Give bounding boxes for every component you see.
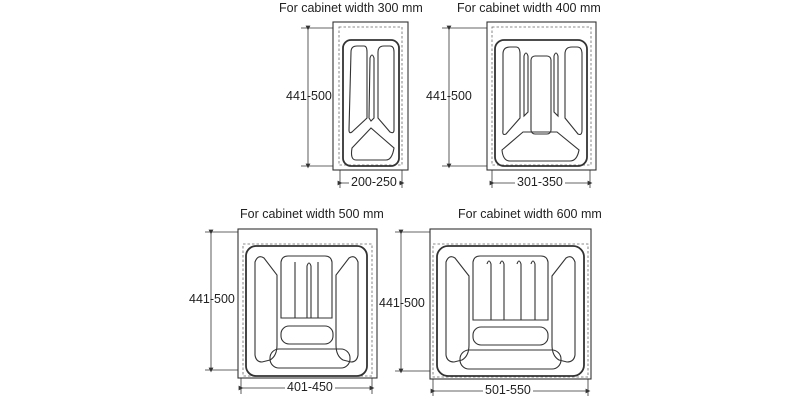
diagram-400-height-label: 441-500 (426, 89, 472, 103)
drawer-outline (338, 26, 403, 166)
diagram-500-title: For cabinet width 500 mm (240, 207, 384, 221)
drawer-outline (491, 26, 592, 166)
diagram-400-title: For cabinet width 400 mm (457, 1, 601, 15)
diagram-300 (301, 21, 409, 188)
diagram-600-height-label: 441-500 (379, 296, 425, 310)
cabinet-outline (237, 228, 378, 379)
cabinet-outline (332, 21, 409, 171)
diagram-600-width-label: 501-550 (483, 383, 533, 397)
diagram-500-width-label: 401-450 (285, 380, 335, 394)
diagram-300-title: For cabinet width 300 mm (279, 1, 423, 15)
diagram-500-height-label: 441-500 (189, 292, 235, 306)
diagram-300-width-label: 200-250 (349, 175, 399, 189)
drawer-outline (432, 243, 589, 378)
diagram-400-width-label: 301-350 (515, 175, 565, 189)
tray-insert (245, 245, 368, 377)
tray-insert (342, 39, 400, 167)
diagram-600 (395, 228, 592, 396)
cabinet-outline (429, 228, 592, 380)
diagram-300-height-label: 441-500 (286, 89, 332, 103)
tray-insert (494, 39, 588, 167)
diagram-500 (205, 228, 378, 394)
diagram-600-title: For cabinet width 600 mm (458, 207, 602, 221)
tray-insert (436, 245, 585, 377)
cabinet-outline (486, 21, 597, 171)
diagram-400 (442, 21, 597, 188)
